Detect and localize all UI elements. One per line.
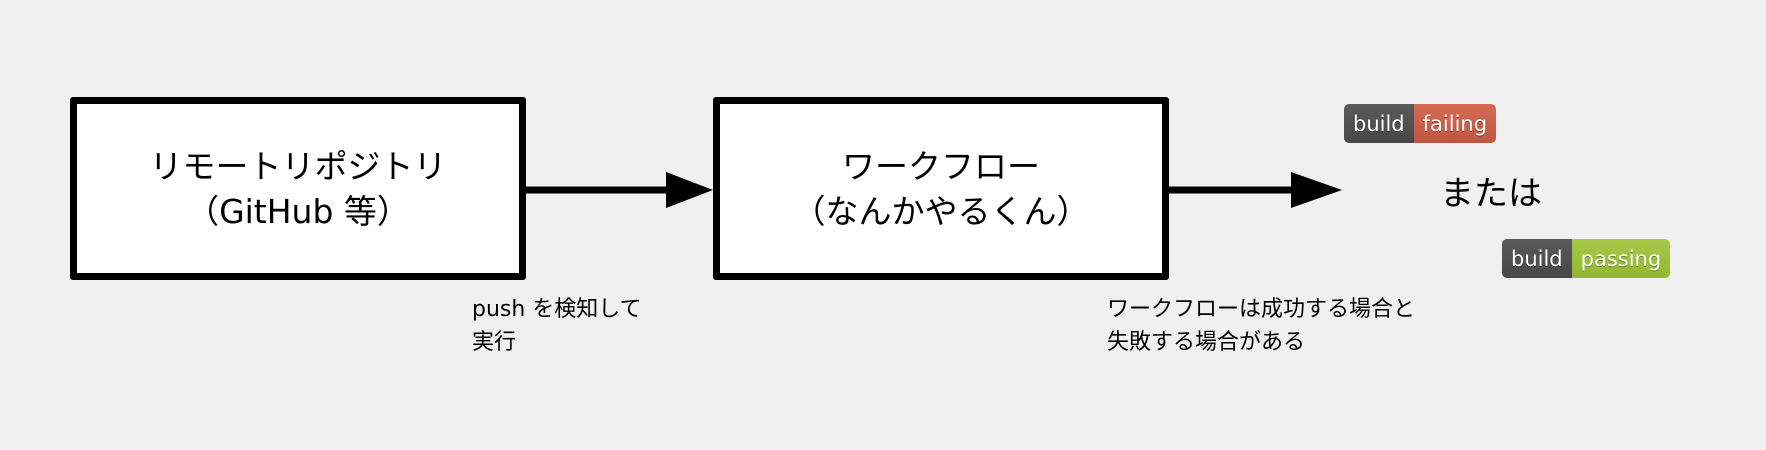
push-label-line2: 実行 [472,330,517,355]
workflow-subtitle: （なんかやるくん） [792,191,1090,231]
badge-label: build [1502,239,1572,278]
badge-status: failing [1413,104,1497,143]
push-edge-label: push を検知して 実行 [472,293,642,359]
build-passing-badge: build passing [1502,239,1671,278]
badge-label: build [1344,104,1414,143]
badge-status: passing [1571,239,1671,278]
push-arrow [526,172,713,208]
remote-repository-node: リモートリポジトリ （GitHub 等） [70,97,526,280]
repo-title: リモートリポジトリ [149,146,447,186]
result-label-line2: 失敗する場合がある [1107,330,1306,355]
workflow-node: ワークフロー （なんかやるくん） [713,97,1169,280]
repo-subtitle: （GitHub 等） [186,191,410,231]
result-edge-label: ワークフローは成功する場合と 失敗する場合がある [1107,293,1415,359]
result-label-line1: ワークフローは成功する場合と [1107,297,1416,322]
workflow-title: ワークフロー [842,146,1040,186]
or-text: または [1440,174,1542,214]
result-arrow [1169,172,1342,208]
push-label-line1: push を検知して [472,297,642,322]
build-failing-badge: build failing [1344,104,1497,143]
